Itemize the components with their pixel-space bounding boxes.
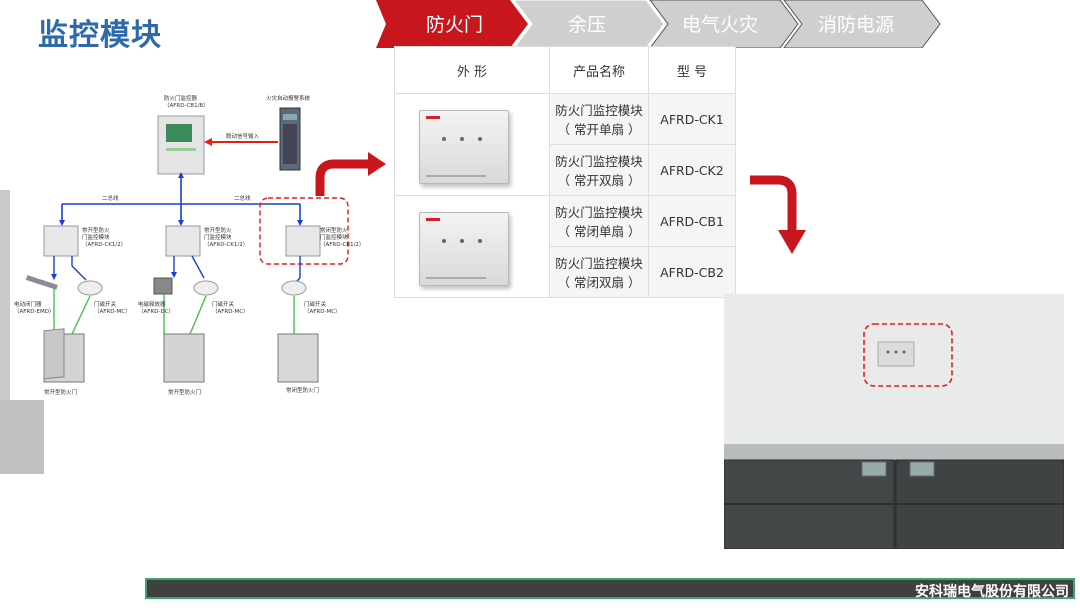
releaser-icon: [153, 277, 173, 295]
table-header-row: 外 形 产品名称 型 号: [394, 46, 736, 94]
door-holder-label: 电动闭门器 （AFRD-EMD）: [14, 302, 55, 315]
table-row: 防火门监控模块（ 常闭单扇 ） AFRD-CB1: [394, 195, 736, 298]
product-image-cell-2: [394, 195, 550, 298]
side-decor-block: [0, 400, 44, 474]
installation-photo: [724, 294, 1064, 549]
module-a-icon: [43, 225, 79, 257]
category-nav: 防火门 余压 电气火灾 消防电源: [376, 0, 942, 48]
arrow-down-icon: [750, 175, 806, 254]
footer-bar: 安科瑞电气股份有限公司: [145, 578, 1075, 600]
product-name-cell: 防火门监控模块（ 常闭单扇 ）: [549, 195, 649, 247]
bus-right-label: 二总线: [234, 196, 251, 202]
product-name-cell: 防火门监控模块（ 常闭双扇 ）: [549, 246, 649, 298]
door-holder-icon: [25, 275, 58, 290]
door-switch-b-label: 门磁开关 （AFRD-MC）: [212, 302, 249, 315]
nav-chevrons: [376, 0, 941, 48]
door-b-label: 常开型防火门: [168, 390, 202, 396]
module-product-image: [419, 212, 509, 286]
module-c-label: 常闭型防火 门监控模块 （AFRD-CB1/2）: [320, 228, 365, 248]
module-c-icon: [285, 225, 321, 257]
tab-fire-power-shape: [783, 0, 941, 48]
door-a-label: 常开型防火门: [44, 390, 78, 396]
col-header-product-name: 产品名称: [549, 46, 649, 94]
table-row: 防火门监控模块（ 常闭双扇 ） AFRD-CB2: [395, 246, 736, 298]
product-name-cell: 防火门监控模块（ 常开单扇 ）: [549, 93, 649, 145]
door-switch-a-icon: [77, 280, 103, 296]
module-a-label: 常开型防火 门监控模块 （AFRD-CK1/2）: [82, 228, 127, 248]
controller-label: 防火门监控器（AFRD-CB1/B）: [164, 96, 209, 109]
door-switch-a-label: 门磁开关 （AFRD-MC）: [94, 302, 131, 315]
installation-photo-drawing: [724, 294, 1064, 549]
product-name-cell: 防火门监控模块（ 常开双扇 ）: [549, 144, 649, 196]
photo-highlight-box: [863, 323, 953, 387]
module-b-label: 常开型防火 门监控模块 （AFRD-CK1/2）: [204, 228, 249, 248]
door-c-icon: [277, 333, 319, 383]
fire-system-label: 火灾自动报警系统: [266, 96, 311, 102]
releaser-label: 电磁释放器 （AFRD-DC）: [138, 302, 175, 315]
tab-electrical-fire[interactable]: 电气火灾: [682, 14, 759, 36]
system-diagram: 防火门监控器（AFRD-CB1/B） 火灾自动报警系统 联动信号输入 二总线 二…: [14, 88, 364, 408]
col-header-appearance: 外 形: [394, 46, 550, 94]
model-cell: AFRD-CB2: [648, 246, 736, 298]
product-image-cell-1: [394, 93, 550, 196]
table-row: 防火门监控模块（ 常开单扇 ） AFRD-CK1: [394, 93, 736, 196]
tab-electrical-fire-shape: [649, 0, 799, 48]
model-cell: AFRD-CK1: [648, 93, 736, 145]
module-product-image: [419, 110, 509, 184]
tab-fire-door-shape: [376, 0, 528, 48]
arrow-to-table-icon: [315, 152, 386, 196]
model-cell: AFRD-CB1: [648, 195, 736, 247]
linkage-label: 联动信号输入: [226, 134, 260, 140]
tab-fire-power[interactable]: 消防电源: [818, 14, 895, 36]
company-name: 安科瑞电气股份有限公司: [915, 584, 1069, 600]
door-c-label: 常闭型防火门: [286, 388, 320, 394]
side-decor-bar: [0, 190, 10, 400]
diagram-lines: [25, 107, 349, 383]
product-table: 外 形 产品名称 型 号 防火门监控模块（ 常开单扇 ） AFRD-CK1 防火…: [394, 46, 736, 298]
bus-left-label: 二总线: [102, 196, 119, 202]
model-cell: AFRD-CK2: [648, 144, 736, 196]
highlight-box: [259, 197, 349, 265]
tab-residual-pressure[interactable]: 余压: [568, 14, 607, 36]
tab-residual-pressure-shape: [513, 0, 665, 48]
door-b-icon: [163, 333, 205, 383]
col-header-model: 型 号: [648, 46, 736, 94]
module-b-icon: [165, 225, 201, 257]
door-switch-c-icon: [281, 280, 307, 296]
door-switch-b-icon: [193, 280, 219, 296]
door-switch-c-label: 门磁开关 （AFRD-MC）: [304, 302, 341, 315]
tab-fire-door[interactable]: 防火门: [426, 14, 484, 36]
page-title: 监控模块: [38, 18, 162, 53]
